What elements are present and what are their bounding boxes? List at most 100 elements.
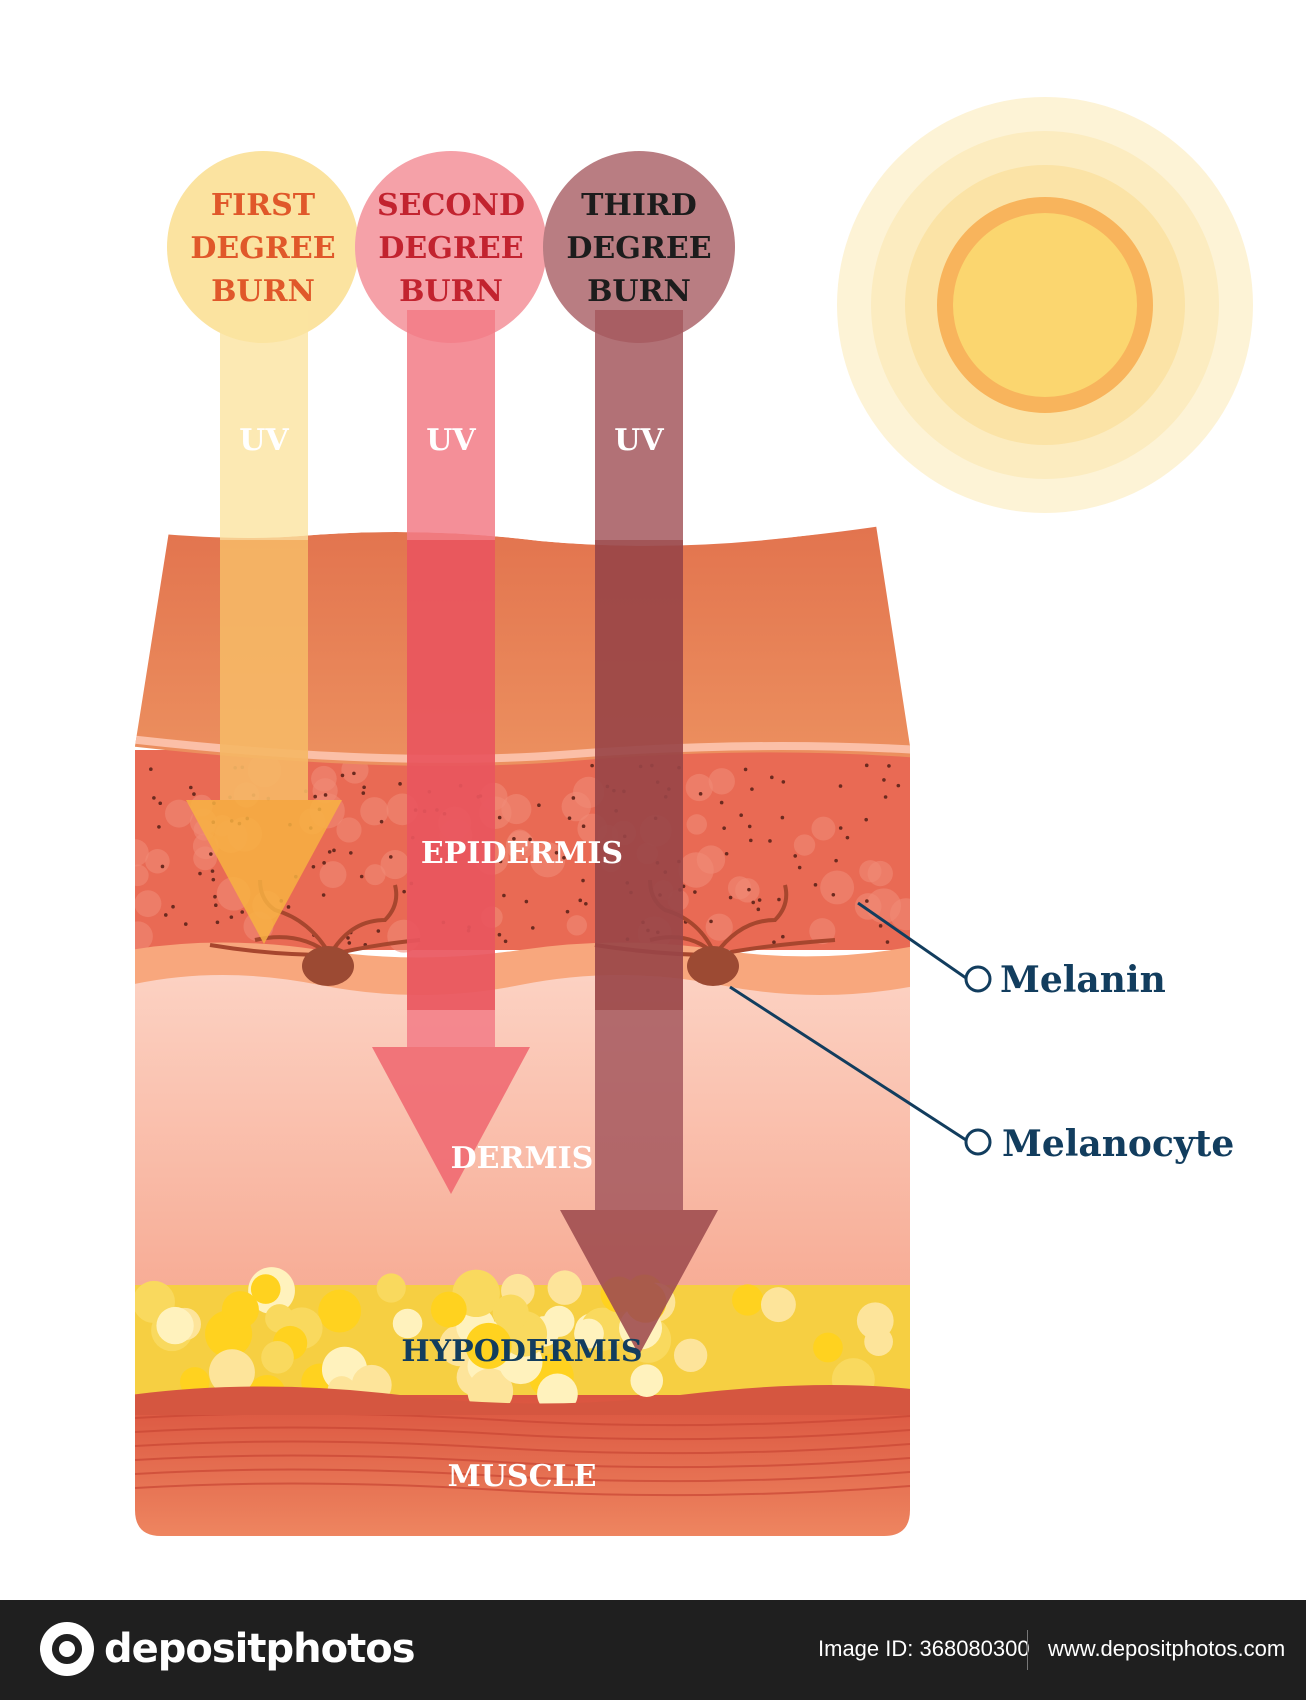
second-degree-shaft	[407, 310, 495, 1047]
melanin-granule	[793, 854, 798, 858]
melanin-granule	[149, 767, 153, 771]
third-degree-arrow	[543, 151, 735, 1355]
third-degree-title: THIRD DEGREE BURN	[566, 188, 711, 309]
melanin-granule	[578, 898, 583, 903]
svg-text:BURN: BURN	[399, 274, 503, 309]
melanin-granule	[171, 904, 175, 909]
melanin-granule	[748, 838, 753, 843]
epidermis-cell	[319, 861, 347, 889]
melanin-granule	[229, 915, 234, 919]
third-degree-shaft	[595, 310, 683, 1210]
melanin-granule	[885, 940, 890, 944]
melanin-granule	[210, 869, 215, 873]
melanin-granule	[528, 837, 532, 842]
epidermis-cell	[530, 842, 566, 878]
fat-cell	[732, 1284, 764, 1316]
fat-cell	[574, 1318, 604, 1349]
stratum-corneum	[135, 525, 910, 766]
epidermis-cell	[135, 921, 153, 952]
fat-cell	[864, 1327, 893, 1356]
melanin-granule	[896, 783, 901, 788]
melanin-granule	[497, 932, 502, 937]
melanin-granule	[160, 864, 165, 869]
melanin-granule	[379, 819, 384, 824]
melanin-granule	[198, 871, 202, 876]
epidermis-cell	[811, 816, 836, 841]
image-id: Image ID: 368080300	[818, 1636, 1030, 1661]
fat-cell	[760, 1287, 796, 1323]
second-degree-bulb	[355, 151, 547, 343]
melanin-granule	[362, 785, 366, 790]
label-epidermis: EPIDERMIS	[421, 836, 623, 871]
svg-text:BURN: BURN	[587, 274, 691, 309]
epidermis-cell	[727, 876, 752, 900]
melanin-granule	[322, 861, 326, 865]
fat-cell	[156, 1306, 194, 1345]
melanin-granule	[747, 887, 751, 892]
melanin-granule	[571, 796, 576, 800]
first-degree-title: FIRST DEGREE BURN	[190, 188, 335, 309]
uv-label-first: UV	[239, 423, 289, 458]
melanocyte-callout: Melanocyte	[729, 985, 1234, 1165]
melanin-granule	[240, 910, 245, 914]
fat-cell	[430, 1291, 467, 1328]
epidermis-cell	[820, 870, 855, 905]
melanin-granule	[831, 892, 836, 897]
svg-text:BURN: BURN	[211, 274, 315, 309]
svg-text:SECOND: SECOND	[377, 188, 525, 223]
fat-cell	[208, 1349, 255, 1396]
melanin-granule	[376, 929, 381, 933]
melanocyte-label: Melanocyte	[1002, 1123, 1234, 1165]
melanin-granule	[813, 883, 818, 887]
melanin-granule	[590, 763, 594, 768]
brand-name: depositphotos	[104, 1626, 416, 1672]
melanin-granule	[797, 865, 802, 870]
epidermis-cell	[135, 839, 149, 867]
footer-divider	[1027, 1630, 1028, 1670]
melanin-granule	[152, 796, 156, 800]
melanin-granule	[503, 939, 508, 944]
fat-cell	[630, 1364, 664, 1397]
epidermis-cell	[566, 915, 587, 936]
melanin-granule	[887, 764, 891, 768]
melanin-granule	[311, 865, 316, 869]
second-degree-head	[372, 1047, 530, 1194]
label-muscle: MUSCLE	[448, 1459, 597, 1494]
melanin-granule	[565, 909, 570, 914]
melanin-granule	[739, 813, 743, 818]
melanin-granule	[878, 924, 883, 928]
third-degree-bulb	[543, 151, 735, 343]
melanin-granule	[327, 850, 332, 854]
melanin-granule	[502, 893, 506, 898]
melanocyte-body-right	[687, 946, 739, 986]
label-dermis: DERMIS	[451, 1141, 594, 1176]
uv-label-third: UV	[614, 423, 664, 458]
fat-cell	[250, 1274, 281, 1304]
melanin-granule	[332, 848, 336, 853]
third-degree-head	[560, 1210, 718, 1355]
melanin-label: Melanin	[1000, 959, 1166, 1001]
melanin-granule	[497, 842, 501, 847]
melanin-granule	[864, 763, 869, 768]
camera-icon	[40, 1622, 94, 1676]
brand-logo[interactable]: depositphotos	[40, 1622, 416, 1676]
website-link[interactable]: www.depositphotos.com	[1048, 1636, 1286, 1661]
melanin-granule	[838, 826, 843, 830]
fat-cell	[813, 1332, 843, 1363]
dermis-layer	[135, 970, 910, 1300]
melanin-granule	[163, 913, 168, 917]
sun	[837, 97, 1253, 513]
melanin-granule	[567, 816, 572, 820]
melanin-granule	[554, 851, 559, 855]
melanin-granule	[286, 905, 291, 909]
melanin-granule	[183, 922, 188, 926]
melanin-granule	[747, 824, 752, 829]
melanin-granule	[530, 926, 535, 930]
melanin-granule	[770, 775, 774, 780]
fat-cell	[492, 1294, 529, 1331]
melanin-granule	[213, 894, 217, 899]
melanin-granule	[402, 889, 406, 894]
melanin-granule	[751, 900, 756, 905]
melanin-granule	[389, 855, 393, 859]
epidermis-cell	[135, 890, 162, 918]
